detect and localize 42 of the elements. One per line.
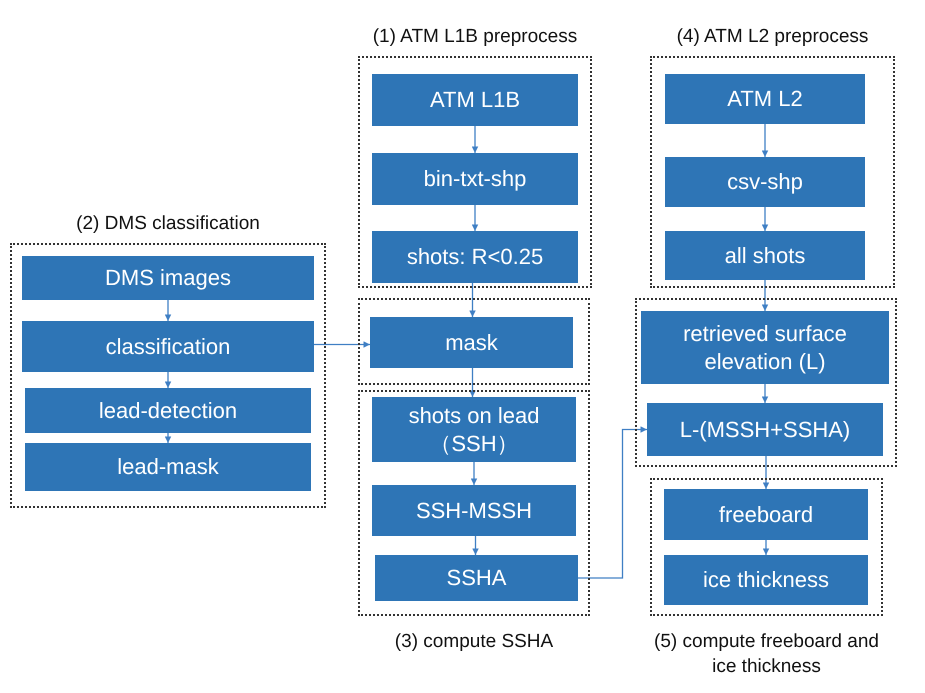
process-box: freeboard [664, 489, 868, 540]
arrow [762, 384, 768, 403]
group-heading: (4) ATM L2 preprocess [676, 25, 868, 50]
process-box: retrieved surface elevation (L) [641, 311, 889, 384]
arrow [762, 456, 770, 489]
process-box: bin-txt-shp [372, 153, 578, 205]
arrow [469, 283, 476, 317]
arrow [762, 540, 770, 555]
process-box: SSH-MSSH [372, 485, 576, 536]
arrow [164, 433, 172, 443]
arrow [472, 205, 478, 231]
arrow [314, 341, 370, 348]
arrow [762, 280, 768, 311]
process-box: shots on lead （SSH） [372, 397, 576, 462]
process-box: SSHA [375, 555, 578, 601]
arrow [470, 462, 478, 485]
arrow [578, 426, 647, 579]
process-box: csv-shp [665, 157, 865, 207]
process-box: ATM L1B [372, 74, 578, 126]
arrow [164, 372, 172, 388]
group-heading: (1) ATM L1B preprocess [372, 25, 578, 50]
dotted-frame [358, 298, 590, 385]
process-box: ATM L2 [665, 74, 865, 124]
arrow [472, 536, 479, 555]
arrow [164, 300, 172, 321]
process-box: all shots [665, 231, 865, 280]
process-box: L-(MSSH+SSHA) [647, 403, 883, 456]
dotted-frame [635, 298, 897, 467]
process-box: shots: R<0.25 [372, 231, 578, 283]
process-box: mask [370, 317, 573, 368]
arrow [762, 124, 768, 157]
group-heading: (5) compute freeboard and ice thickness [653, 630, 880, 679]
process-box: classification [22, 321, 314, 372]
process-box: lead-detection [25, 388, 311, 433]
arrow [469, 368, 476, 397]
arrow [762, 207, 768, 231]
group-heading: (2) DMS classification [76, 212, 260, 236]
group-heading: (3) compute SSHA [394, 630, 554, 654]
process-box: lead-mask [25, 443, 311, 491]
process-box: DMS images [22, 256, 314, 300]
arrow [472, 126, 478, 153]
process-box: ice thickness [664, 555, 868, 605]
